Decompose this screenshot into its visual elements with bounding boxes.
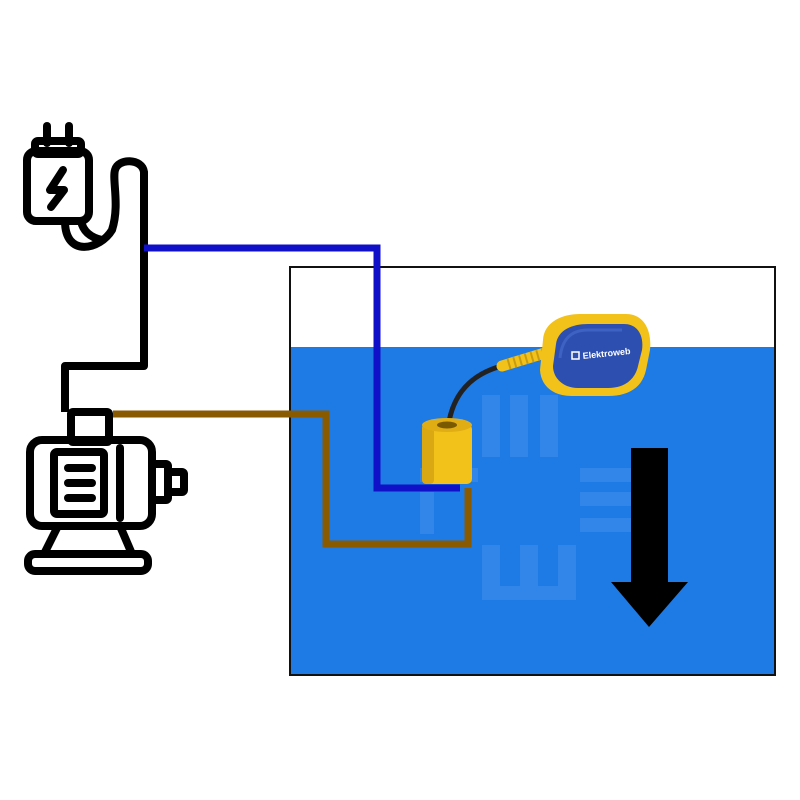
power-plug-charging-icon xyxy=(23,122,148,254)
brand-logo-icon xyxy=(571,351,580,360)
watermark-logo xyxy=(420,395,642,600)
cable-strain-relief-ridges xyxy=(506,347,548,370)
float-counterweight xyxy=(422,418,472,484)
brown-wire xyxy=(113,410,472,548)
tank-outline xyxy=(289,266,776,676)
tank-water xyxy=(291,347,774,674)
black-power-wire xyxy=(61,172,148,412)
float-switch: Elektroweb xyxy=(540,314,651,396)
water-tank xyxy=(289,266,776,676)
blue-wire xyxy=(144,244,460,492)
down-arrow-icon xyxy=(611,448,688,627)
water-pump-motor-icon xyxy=(24,408,188,575)
